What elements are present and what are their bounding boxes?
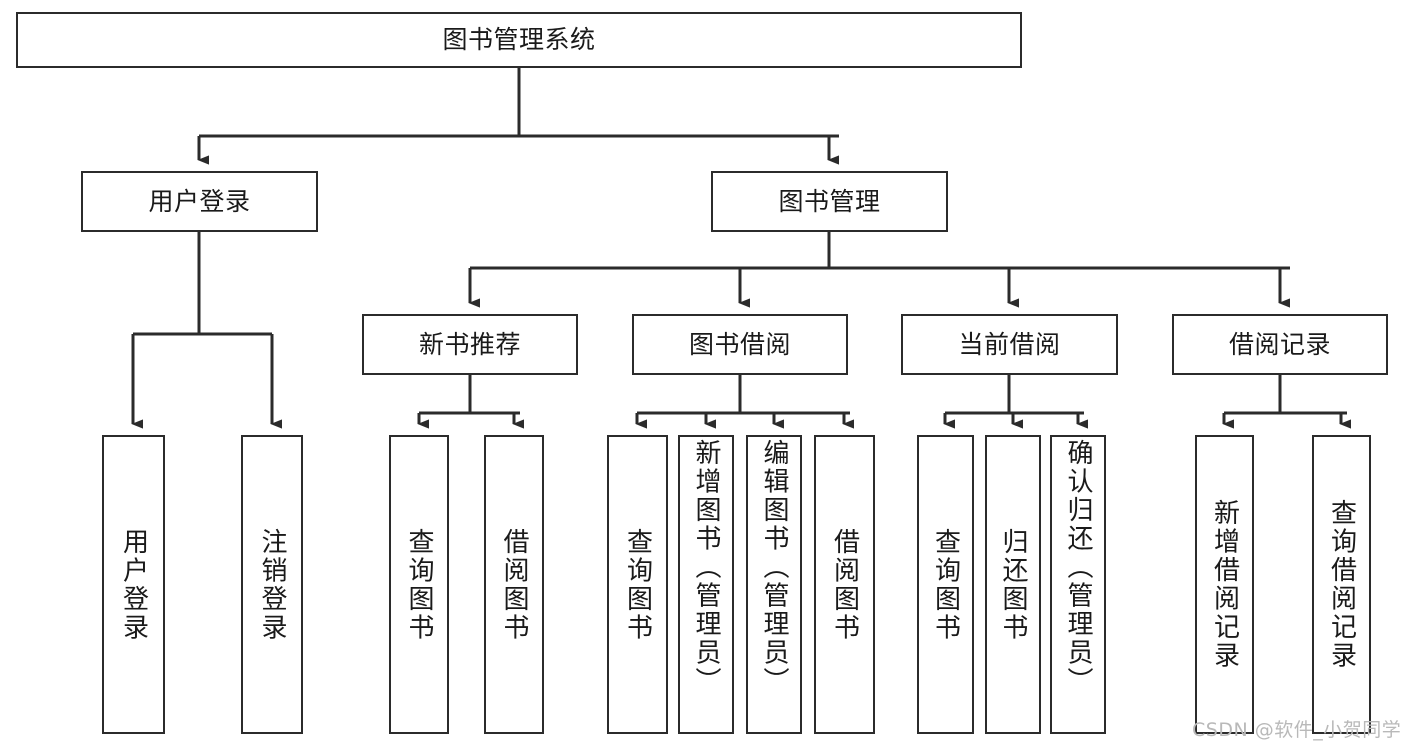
node-root[interactable]: 图书管理系统 bbox=[16, 12, 1022, 68]
node-leaf-logout-label: 注销登录 bbox=[257, 527, 287, 642]
node-borrow-record-label: 借阅记录 bbox=[1228, 329, 1331, 359]
node-book-manage[interactable]: 图书管理 bbox=[711, 171, 948, 232]
node-leaf-logout[interactable]: 注销登录 bbox=[241, 435, 303, 734]
node-current-borrow-label: 当前借阅 bbox=[958, 329, 1061, 359]
node-leaf-query-record[interactable]: 查询借阅记录 bbox=[1312, 435, 1371, 734]
node-user-login-label: 用户登录 bbox=[148, 186, 251, 216]
node-book-borrow-label: 图书借阅 bbox=[688, 329, 791, 359]
node-leaf-edit-book[interactable]: 编辑图书（管理员） bbox=[746, 435, 802, 734]
node-leaf-borrow-book-1-label: 借阅图书 bbox=[499, 527, 529, 642]
node-user-login[interactable]: 用户登录 bbox=[81, 171, 318, 232]
node-leaf-add-record-label: 新增借阅记录 bbox=[1209, 499, 1240, 670]
node-leaf-return-book[interactable]: 归还图书 bbox=[985, 435, 1041, 734]
node-book-manage-label: 图书管理 bbox=[778, 186, 881, 216]
node-leaf-query-book-1[interactable]: 查询图书 bbox=[389, 435, 449, 734]
node-root-label: 图书管理系统 bbox=[442, 25, 596, 54]
node-leaf-add-book[interactable]: 新增图书（管理员） bbox=[678, 435, 734, 734]
node-leaf-query-book-2[interactable]: 查询图书 bbox=[607, 435, 668, 734]
node-leaf-return-book-label: 归还图书 bbox=[998, 527, 1028, 642]
node-new-book-recommend[interactable]: 新书推荐 bbox=[362, 314, 578, 375]
node-leaf-borrow-book-1[interactable]: 借阅图书 bbox=[484, 435, 544, 734]
node-leaf-edit-book-label: 编辑图书（管理员） bbox=[759, 439, 789, 696]
node-leaf-borrow-book-2[interactable]: 借阅图书 bbox=[814, 435, 875, 734]
node-leaf-query-record-label: 查询借阅记录 bbox=[1326, 499, 1357, 670]
node-leaf-query-book-3[interactable]: 查询图书 bbox=[917, 435, 974, 734]
node-leaf-confirm-return-label: 确认归还（管理员） bbox=[1063, 439, 1093, 696]
node-leaf-add-record[interactable]: 新增借阅记录 bbox=[1195, 435, 1254, 734]
node-current-borrow[interactable]: 当前借阅 bbox=[901, 314, 1118, 375]
node-leaf-query-book-3-label: 查询图书 bbox=[930, 527, 961, 642]
node-leaf-user-login[interactable]: 用户登录 bbox=[102, 435, 165, 734]
node-leaf-query-book-1-label: 查询图书 bbox=[404, 527, 434, 642]
node-leaf-confirm-return[interactable]: 确认归还（管理员） bbox=[1050, 435, 1106, 734]
node-borrow-record[interactable]: 借阅记录 bbox=[1172, 314, 1388, 375]
node-leaf-add-book-label: 新增图书（管理员） bbox=[691, 439, 721, 696]
node-leaf-user-login-label: 用户登录 bbox=[118, 527, 149, 642]
node-leaf-borrow-book-2-label: 借阅图书 bbox=[829, 527, 860, 642]
csdn-watermark: CSDN @软件_小贺同学 bbox=[1192, 719, 1402, 741]
node-new-book-recommend-label: 新书推荐 bbox=[418, 329, 521, 359]
node-leaf-query-book-2-label: 查询图书 bbox=[622, 527, 653, 642]
node-book-borrow[interactable]: 图书借阅 bbox=[632, 314, 848, 375]
